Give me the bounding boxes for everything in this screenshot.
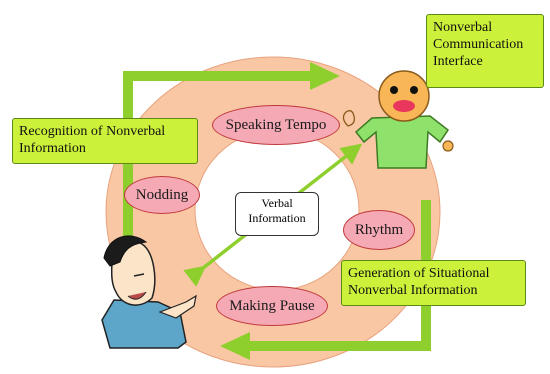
recognition-box: Recognition of Nonverbal Information [12,118,198,164]
nodding-label: Nodding [124,176,200,214]
making-pause-label: Making Pause [216,286,328,326]
nonverbal-interface-box: Nonverbal Communication Interface [426,14,544,88]
top-arrow-head [310,62,340,90]
verbal-information-box: Verbal Information [235,192,319,236]
speaking-tempo-label: Speaking Tempo [212,105,340,145]
generation-box: Generation of Situational Nonverbal Info… [341,260,526,306]
bottom-arrow-head [220,332,250,360]
human-user-icon [101,235,197,349]
bottom-feedback-arrow [246,200,431,351]
robot-interface-icon [342,70,454,169]
rhythm-label: Rhythm [343,210,415,250]
